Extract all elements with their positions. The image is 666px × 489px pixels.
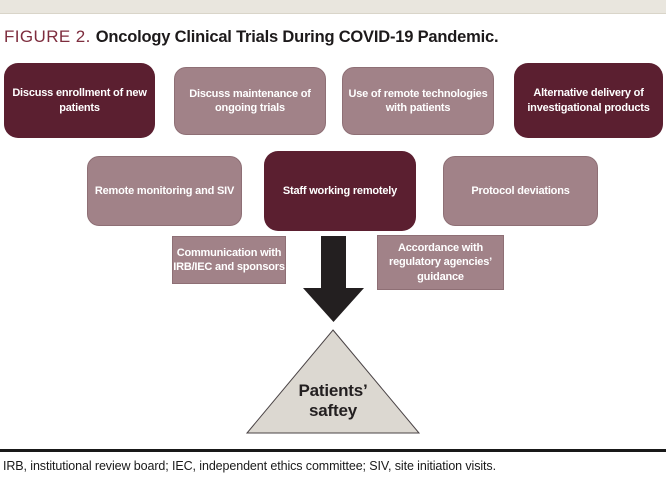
box-label-line: Protocol deviations	[471, 184, 570, 197]
figure-label: FIGURE 2.	[4, 27, 91, 46]
box-label-line: Communication with	[176, 246, 282, 259]
box-protocol-deviations: Protocol deviations	[443, 156, 598, 226]
box-label-line: regulatory agencies’	[389, 256, 492, 269]
page-top-strip	[0, 0, 666, 14]
box-accordance-regulatory-guidance: Accordance with regulatory agencies’ gui…	[377, 235, 504, 290]
box-label-line: Discuss maintenance of	[189, 87, 311, 100]
footnote-rule	[0, 449, 666, 452]
down-arrow-icon	[303, 236, 364, 322]
box-remote-monitoring-and-siv: Remote monitoring and SIV	[87, 156, 242, 226]
box-staff-working-remotely: Staff working remotely	[264, 151, 416, 231]
box-label-line: investigational products	[527, 101, 650, 114]
figure-heading: Oncology Clinical Trials During COVID-19…	[95, 28, 499, 46]
box-alternative-delivery: Alternative delivery of investigational …	[514, 63, 663, 138]
triangle-label-line: saftey	[309, 401, 357, 421]
box-label-line: patients	[59, 101, 100, 114]
box-label-line: Alternative delivery of	[533, 87, 644, 100]
box-communication-irb-iec-sponsors: Communication with IRB/IEC and sponsors	[172, 236, 286, 284]
triangle-label-line: Patients’	[298, 381, 368, 400]
box-discuss-enrollment-of-new-patients: Discuss enrollment of new patients	[4, 63, 155, 138]
box-label-line: ongoing trials	[215, 102, 285, 114]
box-label-line: IRB/IEC and sponsors	[173, 261, 285, 273]
box-label-line: Discuss enrollment of new	[12, 87, 147, 100]
box-label-line: Staff working remotely	[282, 184, 398, 197]
box-label-line: Remote monitoring and SIV	[94, 184, 235, 197]
box-label-line: Accordance with	[397, 242, 484, 255]
box-use-of-remote-technologies: Use of remote technologies with patients	[342, 67, 494, 135]
box-label-line: guidance	[417, 270, 464, 283]
box-label-line: with patients	[385, 102, 451, 114]
box-discuss-maintenance-of-ongoing-trials: Discuss maintenance of ongoing trials	[174, 67, 326, 135]
footnote-text: IRB, institutional review board; IEC, in…	[3, 459, 496, 473]
figure-title: FIGURE 2.Oncology Clinical Trials During…	[4, 27, 662, 47]
patients-safety-label: Patients’ saftey	[268, 381, 398, 422]
box-label-line: Use of remote technologies	[348, 87, 488, 100]
